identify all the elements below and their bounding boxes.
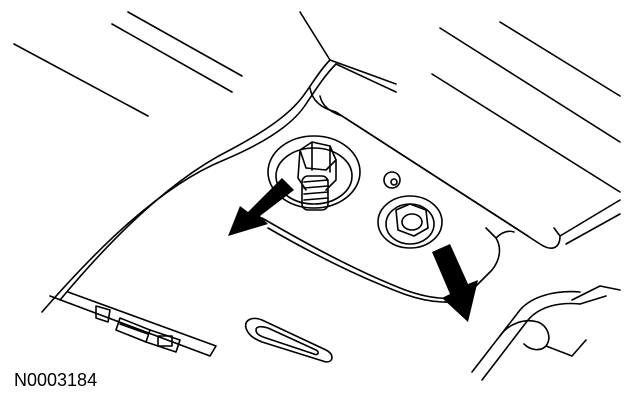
connector-bracket: [49, 291, 217, 357]
handle-slot: [244, 317, 333, 363]
mounting-plate: [309, 87, 621, 249]
upper-right-panel-edges: [431, 21, 621, 193]
latch-component: [471, 285, 621, 381]
flange-bolt: [377, 195, 443, 249]
figure-id-label: N0003184: [14, 370, 98, 390]
stud-with-nut: [267, 135, 361, 211]
housing-outer-edge: [41, 11, 397, 313]
upper-left-panel-edges: [13, 11, 243, 117]
arrow-icon: [228, 178, 294, 236]
locating-pin: [383, 171, 401, 189]
arrow-icon: [432, 244, 478, 322]
